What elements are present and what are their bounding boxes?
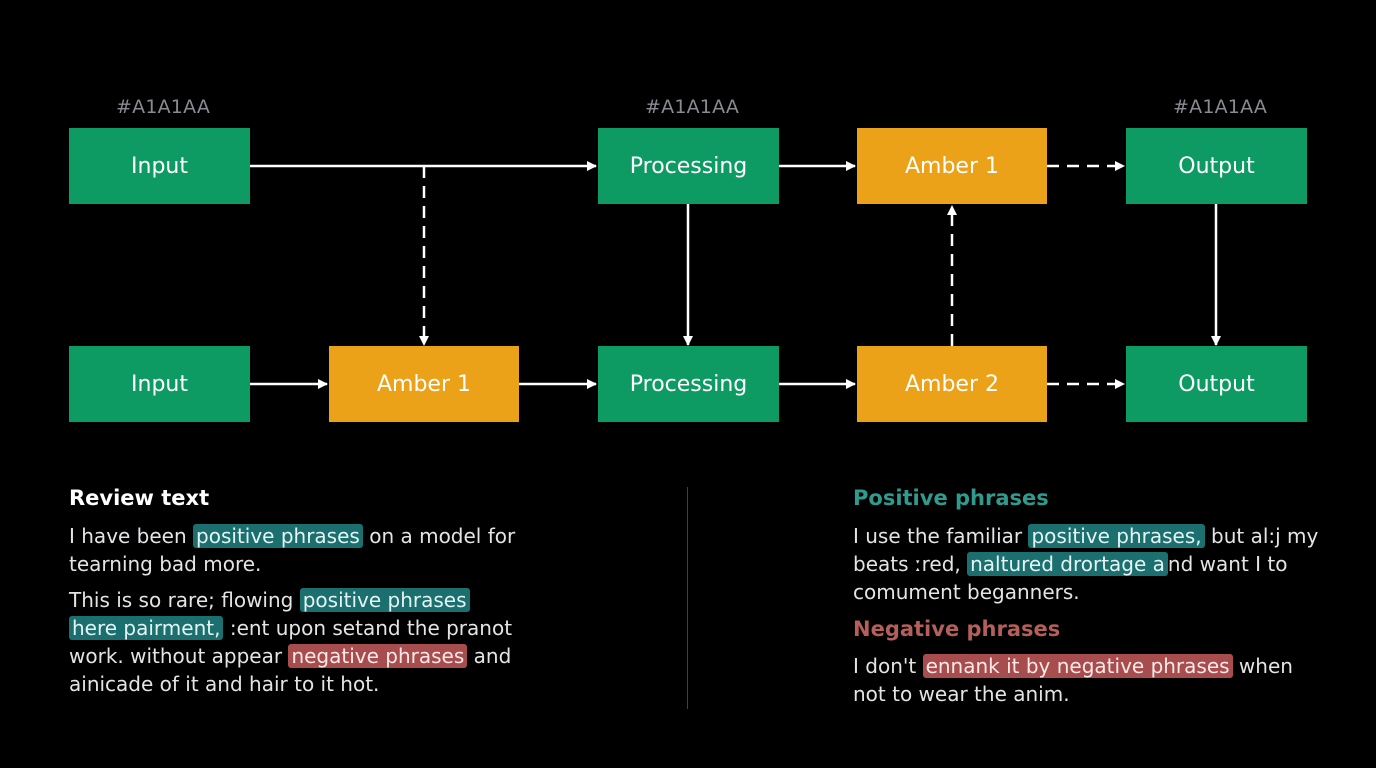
review-paragraph-1: I have been positive phrases on a model … [69, 522, 669, 578]
review-p2-text-c: work. without appear [69, 644, 289, 668]
positive-highlight: here pairment, [69, 616, 224, 640]
node-bottom-output[interactable]: Output [1126, 346, 1307, 422]
review-title: Review text [69, 486, 210, 510]
positive-title: Positive phrases [853, 486, 1049, 510]
node-bottom-amber1[interactable]: Amber 1 [329, 346, 519, 422]
review-p2-text-b: :ent upon setand the pranot [223, 616, 513, 640]
negative-highlight: negative phrases [288, 644, 468, 668]
negative-highlight: ennank it by negative phrases [922, 654, 1233, 678]
positive-text-a: I use the familiar [853, 524, 1029, 548]
positive-highlight: positive phrases [193, 524, 363, 548]
panel-divider [687, 487, 688, 709]
positive-text-b: but al:j my [1204, 524, 1319, 548]
node-bottom-amber2[interactable]: Amber 2 [857, 346, 1047, 422]
review-p2-text-a: This is so rare; flowing [69, 588, 300, 612]
negative-text-c: not to wear the anim. [853, 682, 1070, 706]
review-p2-text-d: and [467, 644, 512, 668]
negative-text-a: I don't [853, 654, 923, 678]
review-p1-text-b: on a model for [362, 524, 516, 548]
negative-text-b: when [1232, 654, 1293, 678]
node-bottom-input[interactable]: Input [69, 346, 250, 422]
positive-text-c: beats ːred, [853, 552, 968, 576]
node-bottom-processing[interactable]: Processing [598, 346, 779, 422]
positive-text-d: nd want I to [1167, 552, 1288, 576]
positive-highlight: positive phrases, [1028, 524, 1205, 548]
review-p2-text-e: ainicade of it and hair to it hot. [69, 672, 380, 696]
review-p1-text-a: I have been [69, 524, 194, 548]
positive-highlight: positive phrases [299, 588, 470, 612]
positive-highlight: naltured drortage a [967, 552, 1168, 576]
negative-title: Negative phrases [853, 617, 1061, 641]
node-top-amber[interactable]: Amber 1 [857, 128, 1047, 204]
color-label-input: #A1A1AA [116, 96, 211, 118]
review-paragraph-2: This is so rare; flowing positive phrase… [69, 586, 669, 698]
color-label-processing: #A1A1AA [645, 96, 740, 118]
positive-text-e: comument beganners. [853, 580, 1080, 604]
negative-paragraph: I don't ennank it by negative phrases wh… [853, 652, 1353, 708]
node-top-output[interactable]: Output [1126, 128, 1307, 204]
color-label-output: #A1A1AA [1173, 96, 1268, 118]
positive-paragraph: I use the familiar positive phrases, but… [853, 522, 1353, 606]
review-p1-text-c: tearning bad more. [69, 552, 262, 576]
node-top-processing[interactable]: Processing [598, 128, 779, 204]
node-top-input[interactable]: Input [69, 128, 250, 204]
